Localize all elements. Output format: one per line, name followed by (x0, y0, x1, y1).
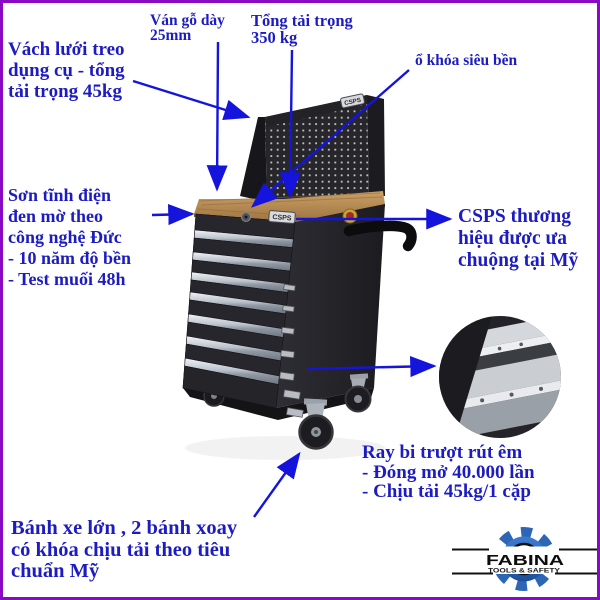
logo-name-text: FABINA (486, 553, 565, 569)
annotation-line: - Đóng mở 40.000 lần (362, 461, 535, 483)
front-plate-text: CSPS (272, 214, 292, 223)
annotation-wheels: Bánh xe lớn , 2 bánh xoay có khóa chịu t… (11, 517, 238, 583)
annotation-line: dụng cụ - tổng (8, 60, 125, 81)
annotation-line: - Test muối 48h (8, 269, 126, 289)
annotation-lock: ổ khóa siêu bền (415, 52, 518, 70)
caster-wheel-front-right (298, 398, 334, 450)
callout-arrows (132, 41, 453, 518)
annotation-line: chuẩn Mỹ (11, 560, 100, 582)
annotation-line: CSPS thương (458, 206, 571, 227)
arrow-mesh-panel (132, 79, 251, 120)
arrow-lock (251, 69, 410, 208)
annotation-mesh-panel: Vách lưới treo dụng cụ - tổng tải trọng … (8, 39, 125, 102)
drawer-face (182, 365, 279, 409)
fabina-logo: FABINA TOOLS & SAFETY (452, 527, 598, 591)
annotation-line: 350 kg (251, 28, 298, 47)
cabinet-base (183, 388, 374, 420)
annotation-line: chuộng tại Mỹ (458, 250, 579, 271)
annotation-line: Ray bi trượt rút êm (362, 442, 523, 463)
pegboard-csps-plate: CSPS (340, 93, 365, 109)
pegboard-plate-text: CSPS (344, 97, 362, 107)
annotation-line: Ván gỗ dày (150, 12, 225, 29)
side-handle (343, 220, 417, 252)
arrow-total-load (279, 49, 301, 199)
slide-inset-image (439, 316, 561, 438)
arrow-slide-inset (306, 356, 437, 378)
front-csps-plate: CSPS (268, 210, 296, 224)
caster-wheel-rear-right (344, 373, 372, 413)
cabinet-side-panel (276, 204, 385, 408)
arrow-paint (151, 204, 195, 226)
annotation-line: công nghệ Đức (8, 227, 122, 247)
arrow-wheel (253, 451, 301, 518)
arrow-wood-top (206, 41, 228, 192)
annotation-line: tải trọng 45kg (8, 81, 122, 102)
annotation-line: - 10 năm độ bền (8, 248, 132, 268)
annotation-line: 25mm (150, 27, 192, 44)
drawer-stack (182, 213, 296, 409)
brand-sticker (342, 208, 358, 224)
annotation-line: Sơn tĩnh điện (8, 185, 112, 205)
annotation-total-load: Tổng tải trọng 350 kg (251, 12, 353, 46)
logo-tagline-text: TOOLS & SAFETY (488, 569, 560, 575)
drawer-latches (279, 283, 304, 418)
annotation-line: Bánh xe lớn , 2 bánh xoay (11, 517, 238, 539)
annotation-line: - Chịu tải 45kg/1 cặp (362, 481, 531, 502)
annotation-line: có khóa chịu tải theo tiêu (11, 538, 231, 561)
annotation-wood-top: Ván gỗ dày 25mm (150, 12, 225, 44)
annotation-line: ổ khóa siêu bền (415, 52, 518, 69)
annotation-paint: Sơn tĩnh điện đen mờ theo công nghệ Đức … (8, 185, 131, 290)
annotation-line: Vách lưới treo (8, 39, 125, 60)
annotation-slide-rails: Ray bi trượt rút êm - Đóng mở 40.000 lần… (362, 443, 535, 502)
annotation-line: Tổng tải trọng (251, 11, 353, 30)
annotation-line: hiệu được ưa (458, 228, 567, 249)
floor-shadow (185, 436, 385, 460)
annotation-csps-brand: CSPS thương hiệu được ưa chuộng tại Mỹ (458, 206, 578, 272)
annotation-line: đen mờ theo (8, 206, 103, 226)
lock-icon (241, 212, 251, 222)
